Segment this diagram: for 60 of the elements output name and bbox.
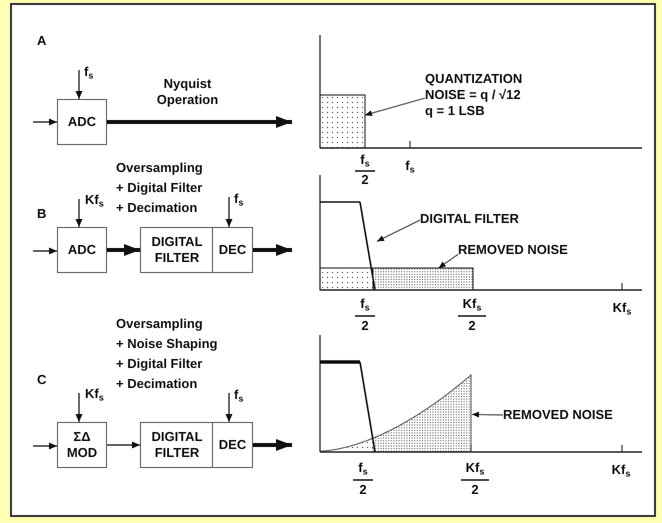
arrow (253, 244, 292, 256)
edge-label: f$_{s}$ (234, 191, 244, 207)
axis-label: Kf$_{s}$ (466, 460, 484, 476)
axis-label: f$_{s}$ (360, 296, 370, 312)
axis-label: Kf$_{s}$ (462, 296, 482, 312)
axis-label: 2 (361, 172, 369, 188)
arrow (76, 70, 82, 99)
leader-line (438, 254, 458, 268)
noise-region (320, 95, 365, 148)
description-text: Oversampling (116, 316, 203, 332)
edge-label: Kf$_{s}$ (85, 192, 104, 208)
arrow (33, 248, 57, 254)
adc-block: ADC (57, 99, 107, 145)
noise-region (373, 268, 473, 290)
leader-line (376, 220, 420, 242)
panel-letter: C (37, 372, 46, 388)
description-text: + Digital Filter (116, 356, 202, 372)
edge-label: f$_{s}$ (84, 64, 94, 80)
axis-label: f$_{s}$ (358, 460, 368, 476)
axis-label: Kf$_{s}$ (612, 300, 632, 316)
panel-letter: B (37, 206, 46, 222)
arrow (226, 393, 232, 422)
axis-label: 2 (359, 482, 367, 498)
modulator-block: ΣΔ MOD (57, 422, 107, 468)
arrow (226, 197, 232, 227)
axis-label: Kf$_{s}$ (612, 462, 630, 478)
decimator-block: DEC (212, 227, 253, 273)
description-text: Oversampling (116, 160, 203, 176)
edge-label: Kf$_{s}$ (85, 386, 104, 402)
edge-label: f$_{s}$ (234, 387, 244, 403)
annotation-text: REMOVED NOISE (503, 404, 638, 426)
arrow (107, 244, 140, 256)
digital-filter-block: DIGITAL FILTER (140, 227, 214, 273)
adc-block: ADC (57, 227, 107, 273)
arrow (253, 439, 292, 451)
leader-line (364, 98, 426, 116)
axis-label: 2 (468, 318, 476, 334)
axis-label: f$_{s}$ (405, 158, 415, 174)
description-text: + Decimation (116, 200, 198, 216)
arrow (107, 442, 140, 448)
panel-letter: A (37, 33, 46, 50)
decimator-block: DEC (212, 422, 253, 468)
annotation-text: DIGITAL FILTER (420, 208, 545, 230)
leader-line (472, 412, 504, 418)
arrow (107, 116, 292, 128)
description-text: + Decimation (116, 376, 198, 392)
arrow (33, 118, 57, 126)
description-text: + Digital Filter (116, 180, 202, 196)
annotation-text: REMOVED NOISE (458, 239, 593, 261)
arrow (76, 393, 82, 422)
noise-region (372, 375, 472, 452)
edge-label: Nyquist Operation (156, 76, 220, 108)
axis-label: f$_{s}$ (360, 152, 370, 168)
arrow (76, 199, 82, 227)
axis-label: 2 (361, 318, 369, 334)
axis-label: 2 (471, 482, 479, 498)
arrow (33, 442, 57, 450)
digital-filter-block: DIGITAL FILTER (140, 422, 214, 468)
annotation-text: QUANTIZATION NOISE = q / √12 q = 1 LSB (425, 64, 524, 126)
description-text: + Noise Shaping (116, 336, 218, 352)
